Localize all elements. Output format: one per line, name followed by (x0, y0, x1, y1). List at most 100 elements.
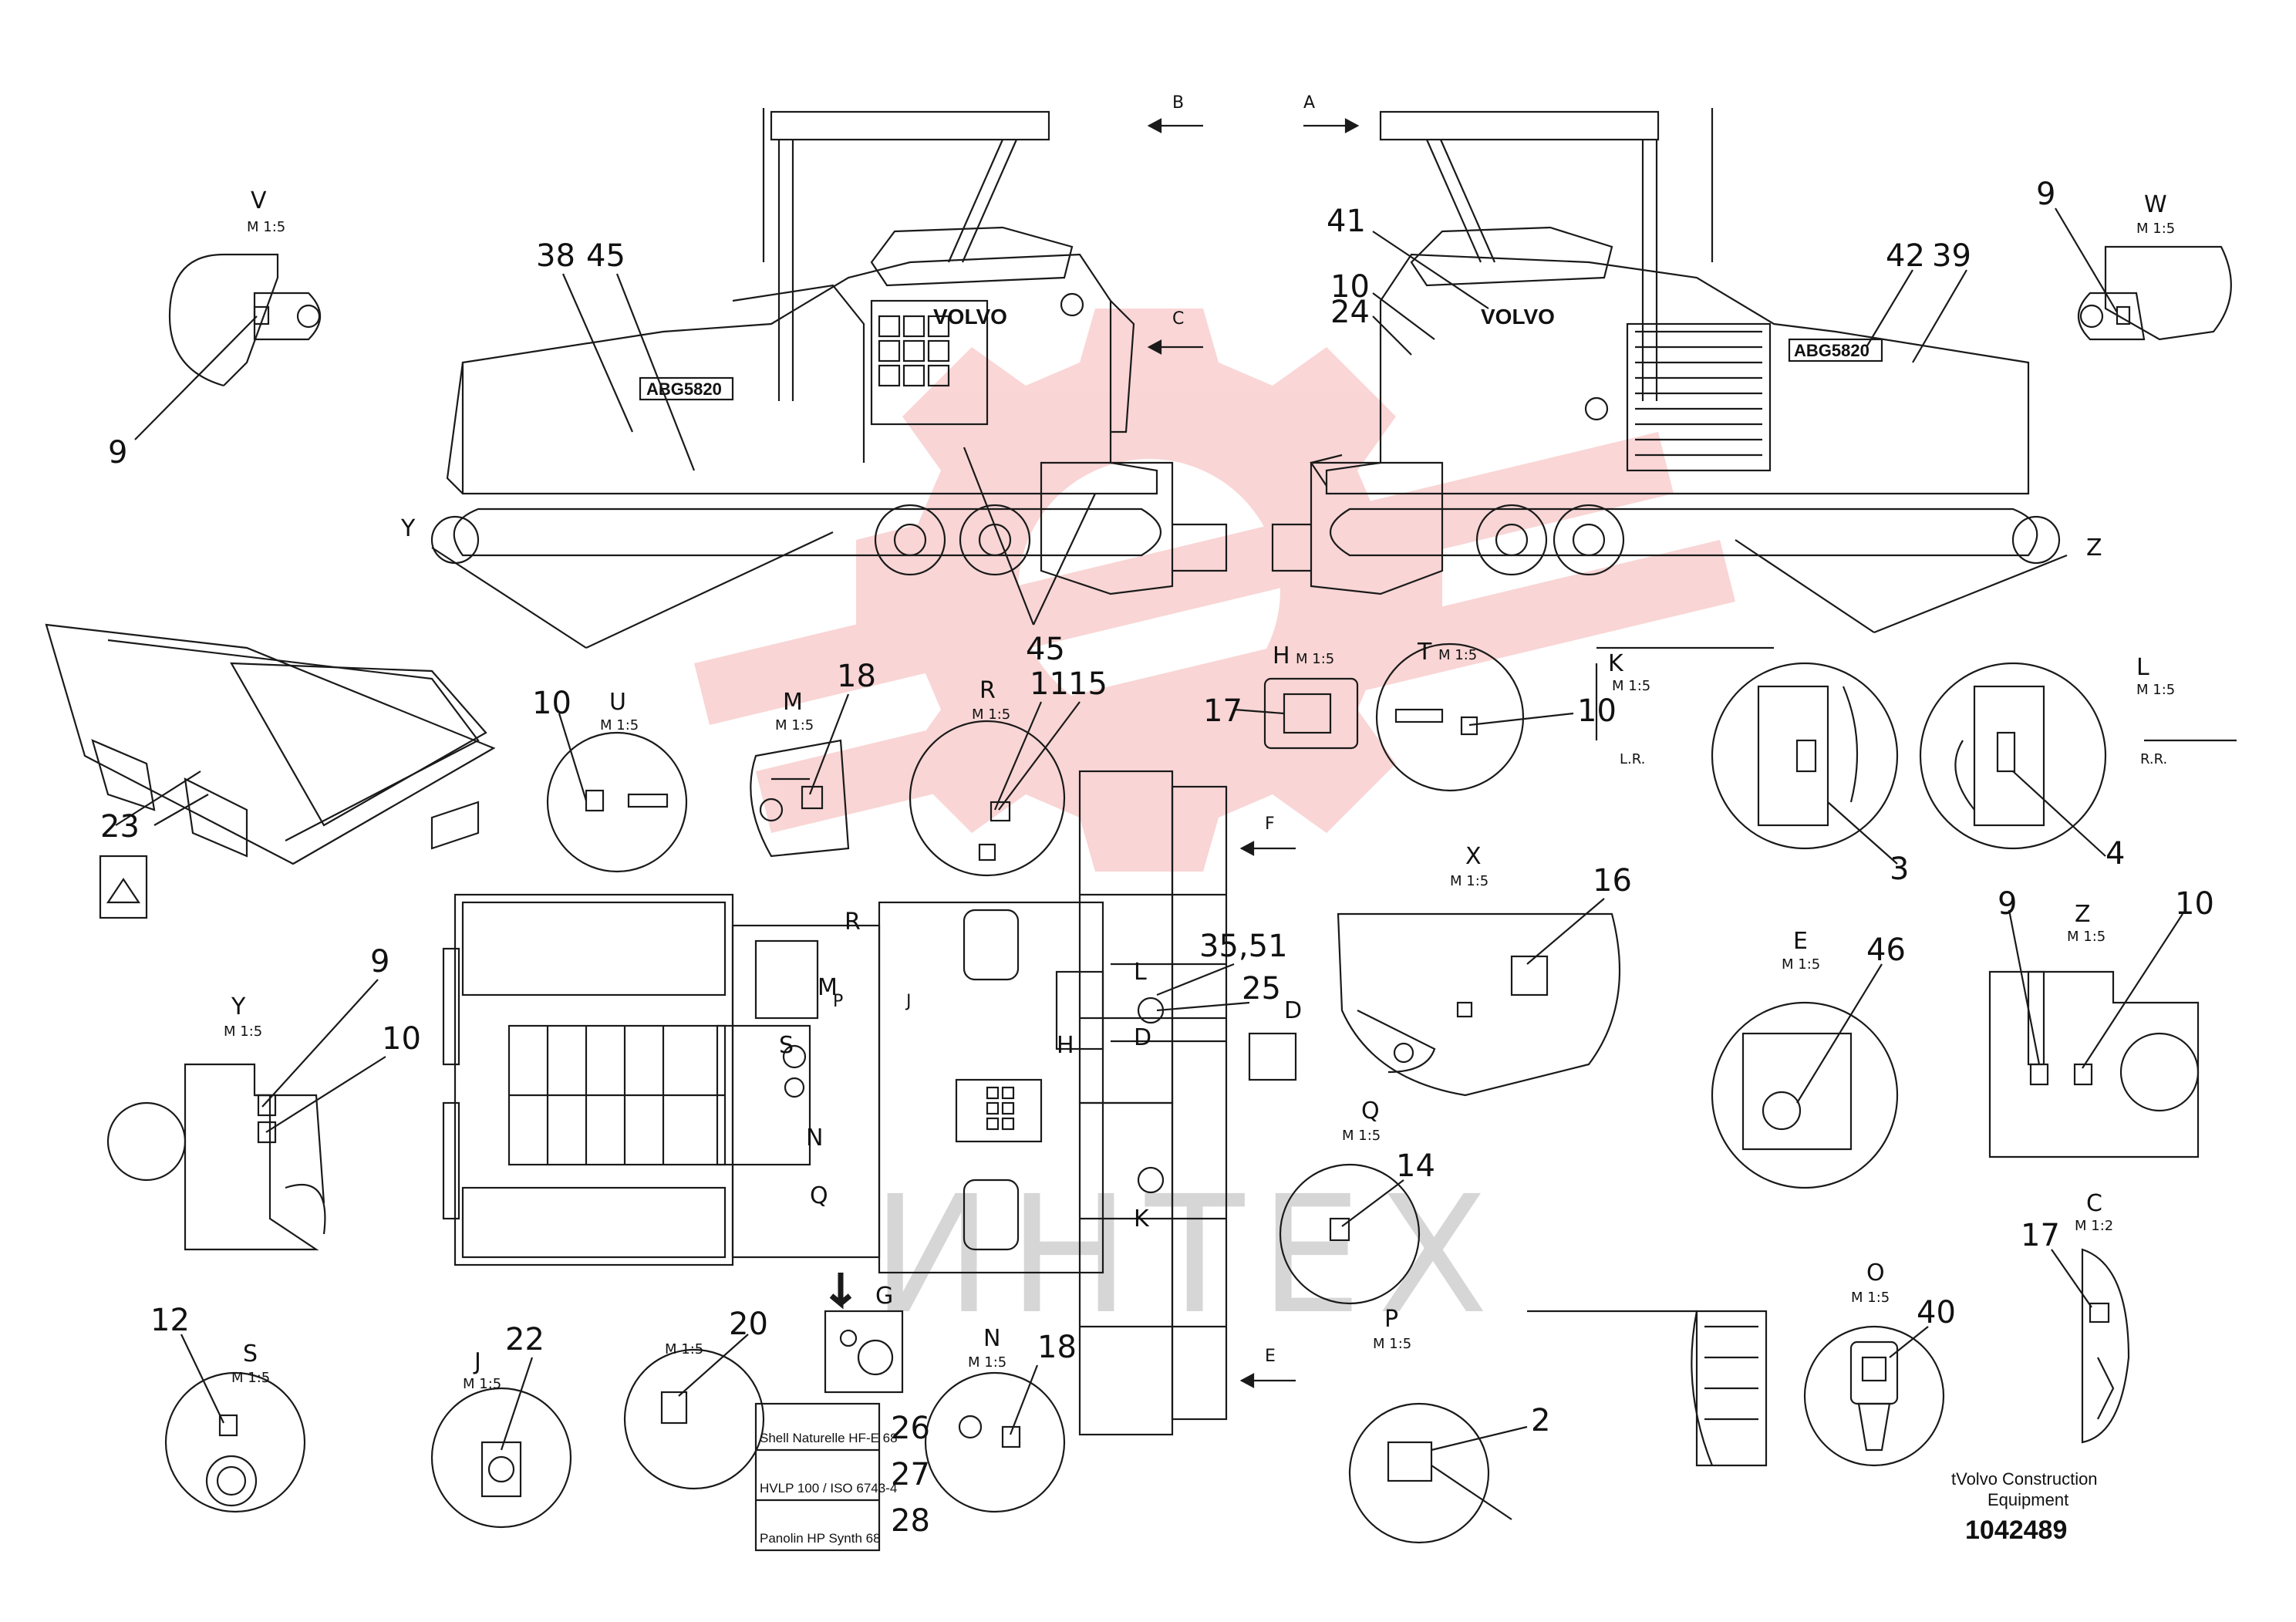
view-arrow-b (1147, 118, 1203, 133)
detail-w (2055, 207, 2232, 341)
detail-j (430, 1357, 572, 1529)
callout-17-h: 17 (1203, 693, 1242, 729)
detail-o (1803, 1325, 1945, 1467)
side-label-z: Z (2086, 534, 2102, 561)
callout-4: 4 (2106, 836, 2125, 872)
detail-label-d: D (1284, 997, 1302, 1024)
callout-40: 40 (1917, 1295, 1956, 1330)
callout-42: 42 (1886, 238, 1925, 274)
callout-25: 25 (1242, 971, 1281, 1007)
scale-h: M 1:5 (1296, 651, 1334, 667)
callout-10-z: 10 (2175, 886, 2214, 922)
detail-label-z: Z (2075, 901, 2091, 928)
callout-35-51: 35,51 (1199, 929, 1288, 964)
plan-letter-s: S (779, 1032, 794, 1059)
detail-s (164, 1334, 306, 1513)
view-arrow-e (1239, 1373, 1296, 1388)
detail-n (924, 1364, 1066, 1513)
detail-p (1348, 1402, 1528, 1544)
decal-d (1248, 1032, 1297, 1081)
detail-label-y: Y (231, 993, 246, 1020)
detail-g (623, 1334, 765, 1490)
detail-o-label (1527, 1310, 1768, 1467)
callout-15: 15 (1068, 666, 1108, 702)
detail-label-w: W (2144, 191, 2167, 218)
scale-n: M 1:5 (968, 1354, 1006, 1371)
scale-k: M 1:5 (1612, 678, 1650, 694)
callout-14: 14 (1396, 1148, 1435, 1184)
scale-x: M 1:5 (1450, 873, 1489, 889)
callout-10-top: 10 (1330, 269, 1370, 305)
callout-27: 27 (891, 1457, 930, 1492)
scale-w: M 1:5 (2136, 221, 2175, 237)
oil-label-26: Shell Naturelle HF-E 68 (760, 1431, 898, 1445)
detail-e (1711, 963, 1899, 1189)
callout-46: 46 (1866, 932, 1906, 968)
scale-m: M 1:5 (775, 717, 814, 733)
callout-9-z: 9 (1998, 886, 2017, 922)
callout-45-top: 45 (586, 238, 625, 274)
callout-2: 2 (1531, 1403, 1550, 1438)
callout-10-y: 10 (382, 1021, 421, 1057)
detail-y (106, 979, 386, 1251)
view-arrow-c (1147, 339, 1203, 355)
detail-label-p: P (1384, 1306, 1398, 1333)
detail-v (134, 253, 321, 440)
scale-l: M 1:5 (2136, 682, 2175, 698)
callout-23: 23 (100, 809, 140, 845)
view-arrow-a (1303, 118, 1360, 133)
callout-18-n: 18 (1037, 1330, 1077, 1365)
scale-v: M 1:5 (247, 219, 285, 235)
callout-26: 26 (891, 1411, 930, 1446)
plan-letter-k: K (1134, 1206, 1150, 1233)
detail-label-s: S (243, 1340, 258, 1367)
view-label-f: F (1265, 814, 1275, 834)
callout-11: 11 (1030, 666, 1069, 702)
detail-label-m: M (783, 689, 803, 716)
scale-s: M 1:5 (231, 1370, 270, 1386)
callout-9-w: 9 (2036, 177, 2055, 212)
hopper-perspective-view (45, 623, 496, 919)
oil-label-stack (754, 1402, 881, 1552)
plan-letter-l: L (1134, 959, 1147, 986)
oil-label-27: HVLP 100 / ISO 6743-4 (760, 1481, 897, 1496)
view-arrow-f (1239, 841, 1296, 856)
callout-18-m: 18 (837, 659, 876, 694)
callout-28: 28 (891, 1503, 930, 1539)
detail-g-top (824, 1273, 904, 1394)
model-label-right: ABG5820 (1794, 341, 1870, 360)
detail-label-j: J (473, 1348, 481, 1375)
detail-label-g: G (875, 1283, 893, 1310)
view-label-a: A (1303, 93, 1315, 113)
detail-q (1279, 1163, 1421, 1305)
plan-letter-r: R (845, 909, 861, 936)
note-k: L.R. (1620, 751, 1645, 767)
scale-e: M 1:5 (1782, 956, 1820, 973)
callout-3: 3 (1890, 851, 1909, 887)
detail-l (1919, 662, 2237, 857)
callout-20: 20 (729, 1307, 768, 1342)
volvo-logo-left: VOLVO (933, 305, 1007, 329)
detail-label-t: T (1417, 639, 1432, 666)
callout-12: 12 (150, 1303, 190, 1338)
detail-h (1233, 677, 1359, 750)
plan-letter-m: M (818, 974, 838, 1001)
watermark-logo (694, 309, 1735, 872)
detail-label-u: U (609, 689, 626, 716)
scale-z: M 1:5 (2067, 929, 2106, 945)
detail-label-c: C (2086, 1190, 2102, 1217)
callout-24: 24 (1330, 295, 1370, 330)
scale-c: M 1:2 (2075, 1218, 2113, 1234)
detail-k (1595, 646, 1899, 865)
company-name-line1: tVolvo Construction (1951, 1469, 2098, 1489)
detail-label-l: L (2136, 654, 2149, 681)
view-label-e: E (1265, 1347, 1276, 1366)
callout-45-mid: 45 (1026, 632, 1065, 667)
scale-t: M 1:5 (1438, 647, 1477, 663)
callout-16: 16 (1593, 863, 1632, 899)
note-l: R.R. (2140, 751, 2167, 767)
company-name-line2: Equipment (1988, 1490, 2068, 1509)
plan-letter-q: Q (810, 1182, 828, 1209)
detail-label-o: O (1866, 1259, 1885, 1286)
